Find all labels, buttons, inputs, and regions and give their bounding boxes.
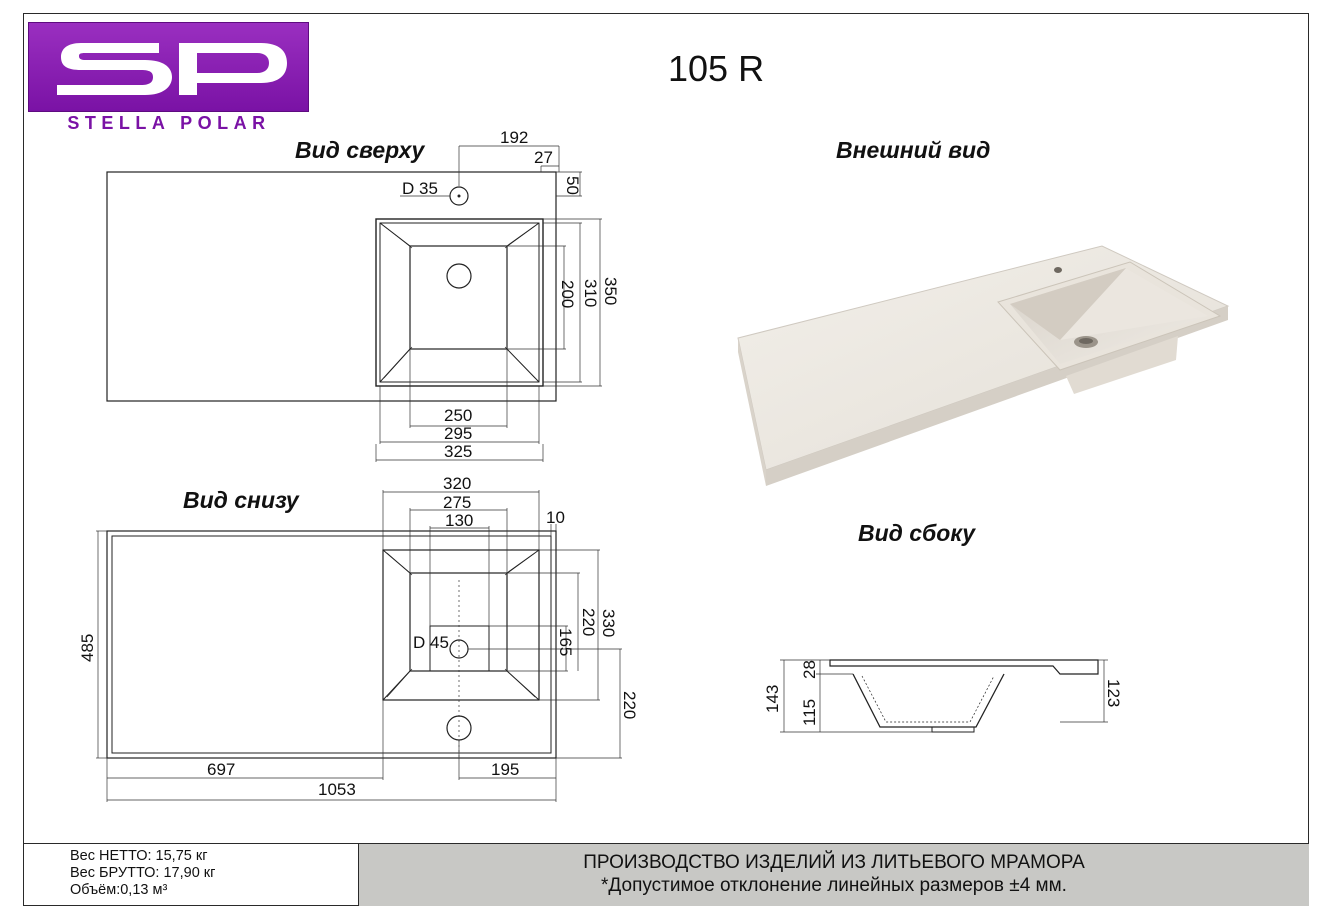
view-title-bottom: Вид снизу [183, 487, 299, 513]
dim-195: 195 [491, 760, 519, 779]
top-view-dims: 192 27 D 35 50 350 310 200 250 295 325 [402, 128, 620, 461]
dim-28: 28 [800, 660, 819, 679]
bottom-bowl-outer [382, 549, 540, 701]
logo: STELLA POLAR [28, 22, 310, 133]
view-title-top: Вид сверху [295, 137, 425, 163]
dim-d45: D 45 [413, 633, 449, 652]
dim-27: 27 [534, 148, 553, 167]
dim-220-a: 220 [579, 608, 598, 636]
volume: Объём:0,13 м³ [70, 882, 168, 898]
dim-10: 10 [546, 508, 565, 527]
dim-350: 350 [601, 277, 620, 305]
drawing-frame [23, 13, 1309, 906]
production-note: ПРОИЗВОДСТВО ИЗДЕЛИЙ ИЗ ЛИТЬЕВОГО МРАМОР… [583, 852, 1085, 873]
view-title-side: Вид сбоку [858, 520, 976, 546]
tolerance-note: *Допустимое отклонение линейных размеров… [601, 875, 1067, 896]
dim-330: 330 [599, 609, 618, 637]
dim-165: 165 [556, 628, 575, 656]
dim-123: 123 [1104, 679, 1123, 707]
bottom-inner-outline [111, 535, 552, 754]
bottom-view-dims: 320 275 130 10 485 D 45 165 220 330 220 … [78, 474, 639, 799]
footer: Вес НЕТТО: 15,75 кг Вес БРУТТО: 17,90 кг… [23, 843, 1309, 906]
dim-325: 325 [444, 442, 472, 461]
gross-weight: Вес БРУТТО: 17,90 кг [70, 865, 216, 881]
bottom-view [96, 490, 622, 802]
bottom-outline [106, 530, 557, 759]
dim-200: 200 [558, 280, 577, 308]
dim-1053: 1053 [318, 780, 356, 799]
dim-310: 310 [581, 279, 600, 307]
net-weight: Вес НЕТТО: 15,75 кг [70, 848, 208, 864]
view-title-external: Внешний вид [836, 137, 991, 163]
dim-250: 250 [444, 406, 472, 425]
dim-130: 130 [445, 511, 473, 530]
dim-192: 192 [500, 128, 528, 147]
logo-name: STELLA POLAR [67, 113, 271, 133]
top-bowl-bottom [409, 245, 508, 350]
dim-50: 50 [563, 176, 582, 195]
footer-specs: Вес НЕТТО: 15,75 кг Вес БРУТТО: 17,90 кг… [23, 844, 359, 906]
dim-d35: D 35 [402, 179, 438, 198]
dim-485: 485 [78, 634, 97, 662]
bottom-bowl-bottom [409, 572, 508, 672]
dim-320: 320 [443, 474, 471, 493]
dim-697: 697 [207, 760, 235, 779]
dim-115: 115 [800, 699, 819, 726]
model-title: 105 R [668, 48, 765, 89]
top-outline [106, 171, 557, 402]
logo-mark [57, 43, 287, 95]
top-bowl-rim [379, 222, 540, 383]
top-bowl-outer [375, 218, 544, 387]
dim-295: 295 [444, 424, 472, 443]
external-view [737, 245, 1230, 486]
dim-275: 275 [443, 493, 471, 512]
dim-143: 143 [763, 685, 782, 713]
top-view [106, 145, 602, 462]
side-view [780, 659, 1108, 733]
logo-box [28, 22, 309, 112]
dim-220-b: 220 [620, 691, 639, 719]
drain-hole-top [446, 263, 472, 289]
side-view-dims: 143 28 115 123 [763, 660, 1123, 726]
footer-notice: ПРОИЗВОДСТВО ИЗДЕЛИЙ ИЗ ЛИТЬЕВОГО МРАМОР… [359, 844, 1309, 906]
